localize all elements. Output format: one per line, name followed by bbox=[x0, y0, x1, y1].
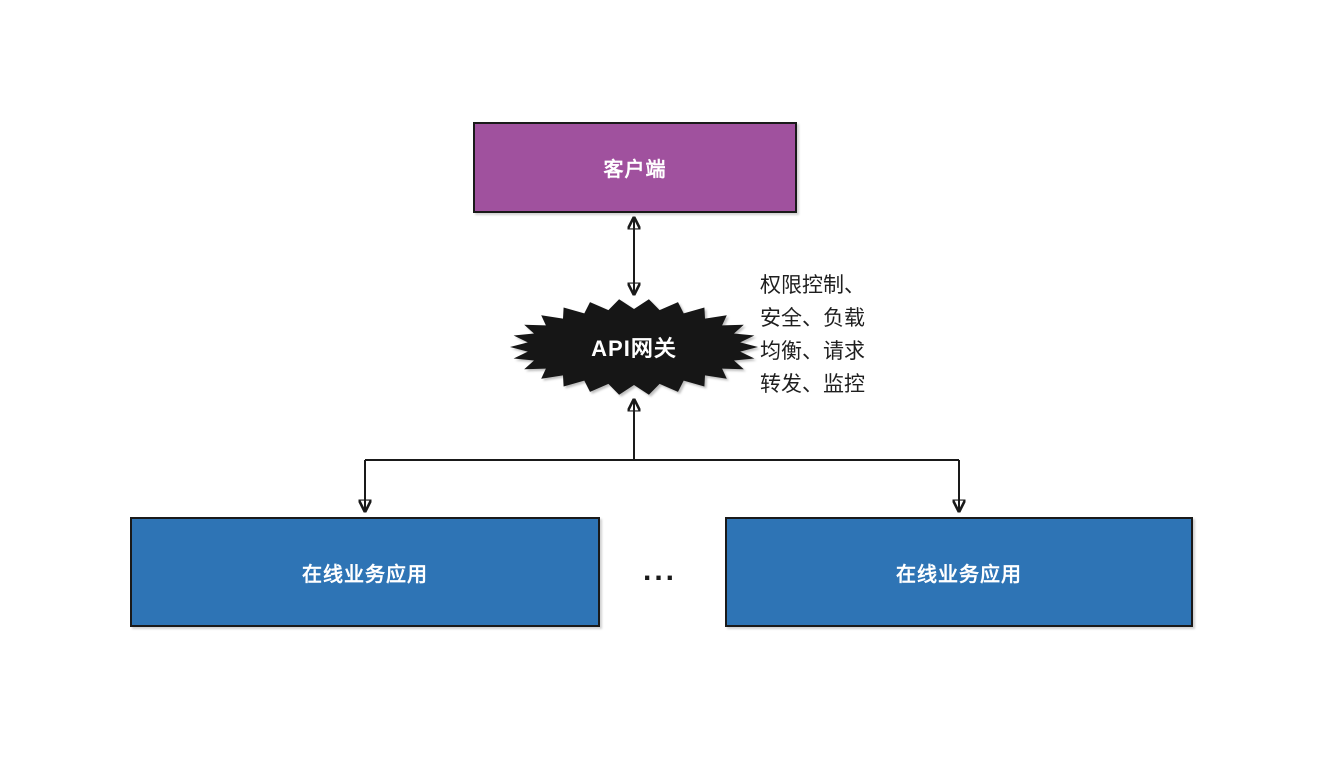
client-label: 客户端 bbox=[603, 159, 667, 181]
client-node: 客户端 bbox=[473, 122, 797, 213]
app-left-label: 在线业务应用 bbox=[302, 563, 428, 586]
starburst-shape bbox=[510, 299, 758, 395]
api-gateway-node: API网关 bbox=[509, 298, 759, 396]
api-gateway-label: API网关 bbox=[591, 336, 677, 361]
ellipsis-label: ... bbox=[642, 554, 677, 587]
api-gateway-shape bbox=[510, 299, 758, 395]
app-right-label: 在线业务应用 bbox=[896, 563, 1022, 586]
gateway-annotation: 权限控制、 安全、负载 均衡、请求 转发、监控 bbox=[760, 274, 865, 396]
app-node-left: 在线业务应用 bbox=[130, 517, 600, 627]
app-node-right: 在线业务应用 bbox=[725, 517, 1193, 627]
